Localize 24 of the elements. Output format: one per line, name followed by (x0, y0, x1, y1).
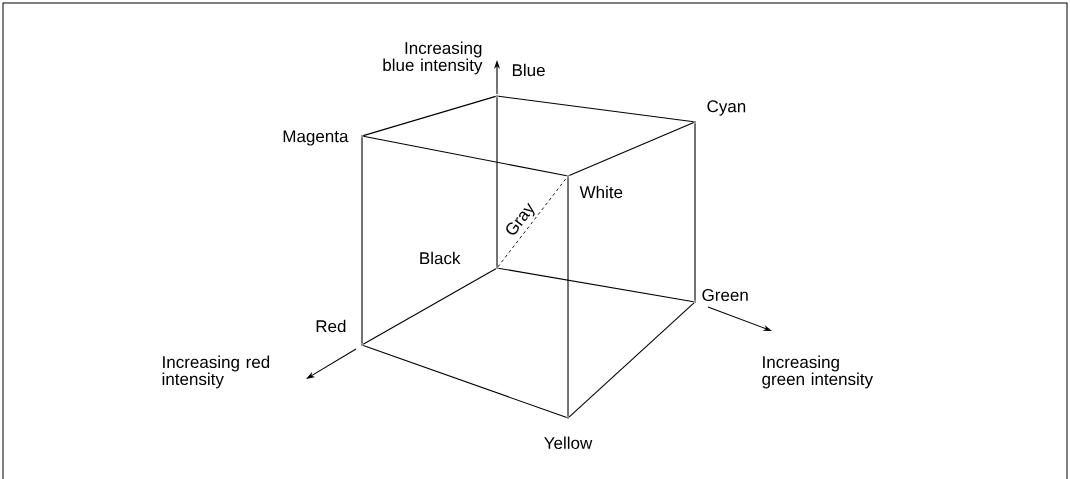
cube-edge (568, 121, 695, 176)
cube-edge (694, 122, 696, 302)
cube-edge (361, 136, 363, 345)
cube-edge (362, 95, 497, 137)
cube-edge (568, 302, 695, 418)
corner-label: Cyan (707, 100, 746, 116)
cube-edge (567, 176, 569, 418)
cube-edge (497, 267, 695, 303)
cube-edge (496, 96, 498, 268)
corner-label: White (579, 185, 623, 199)
corner-label: Yellow (544, 436, 593, 450)
cube-edge (497, 95, 695, 123)
axis-label: Increasing blue intensity (383, 41, 483, 75)
cube-edge (362, 268, 497, 345)
cube-edge (362, 344, 568, 419)
axis-label: Increasing green intensity (762, 355, 873, 389)
corner-label: Red (316, 319, 346, 333)
cube-edge (362, 135, 568, 177)
corner-label: Blue (512, 63, 545, 77)
corner-label: Black (420, 251, 461, 265)
corner-label: Green (702, 289, 748, 301)
axis-label: Increasing red intensity (162, 355, 270, 389)
corner-label: Magenta (283, 130, 349, 146)
cube-edge (497, 176, 568, 268)
